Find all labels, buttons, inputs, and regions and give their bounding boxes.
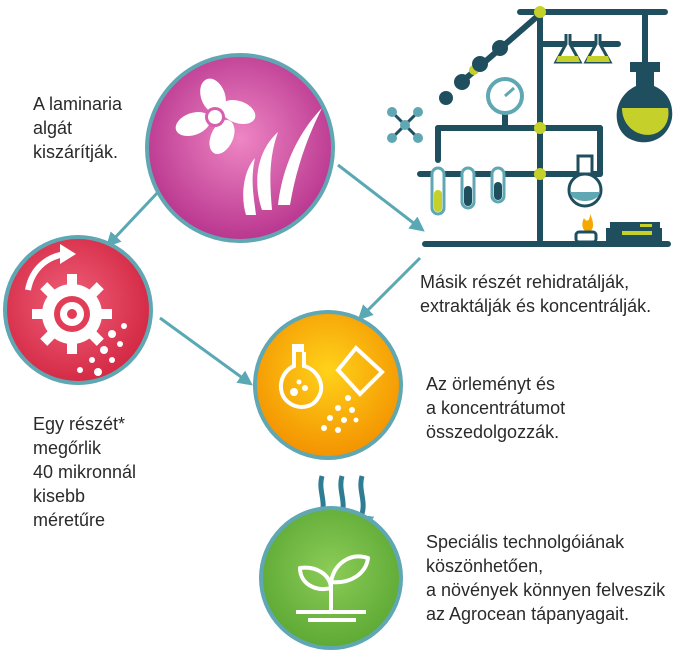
arrow-grind-to-mix [159, 316, 253, 386]
dry-step-caption: A laminaria algát kiszárítják. [33, 94, 123, 162]
gear-grinding-icon [25, 244, 127, 376]
grind-step-circle [3, 235, 153, 385]
mix-step-caption: Az örleményt és a koncentrátumot összedo… [426, 374, 566, 442]
plant-step-circle [259, 506, 403, 650]
propeller-seaweed-icon [175, 78, 322, 215]
flow-arrows [105, 163, 425, 540]
sprout-icon [296, 554, 370, 622]
laboratory-equipment-icon [387, 6, 673, 247]
grind-step-caption: Egy részét* megőrlik 40 mikronnál kisebb… [33, 414, 137, 530]
flask-mixing-icon [278, 344, 385, 433]
rehydrate-step-caption: Másik részét rehidratálják, extraktálják… [420, 272, 652, 316]
mix-step-circle [253, 310, 403, 460]
arrow-lab-to-mix [357, 256, 422, 321]
plant-step-caption: Speciális technolgóiának köszönhetően, a… [426, 532, 666, 624]
arrow-dry-to-lab [337, 163, 425, 232]
arrow-dry-to-grind [105, 188, 162, 248]
dry-step-circle [145, 53, 335, 243]
